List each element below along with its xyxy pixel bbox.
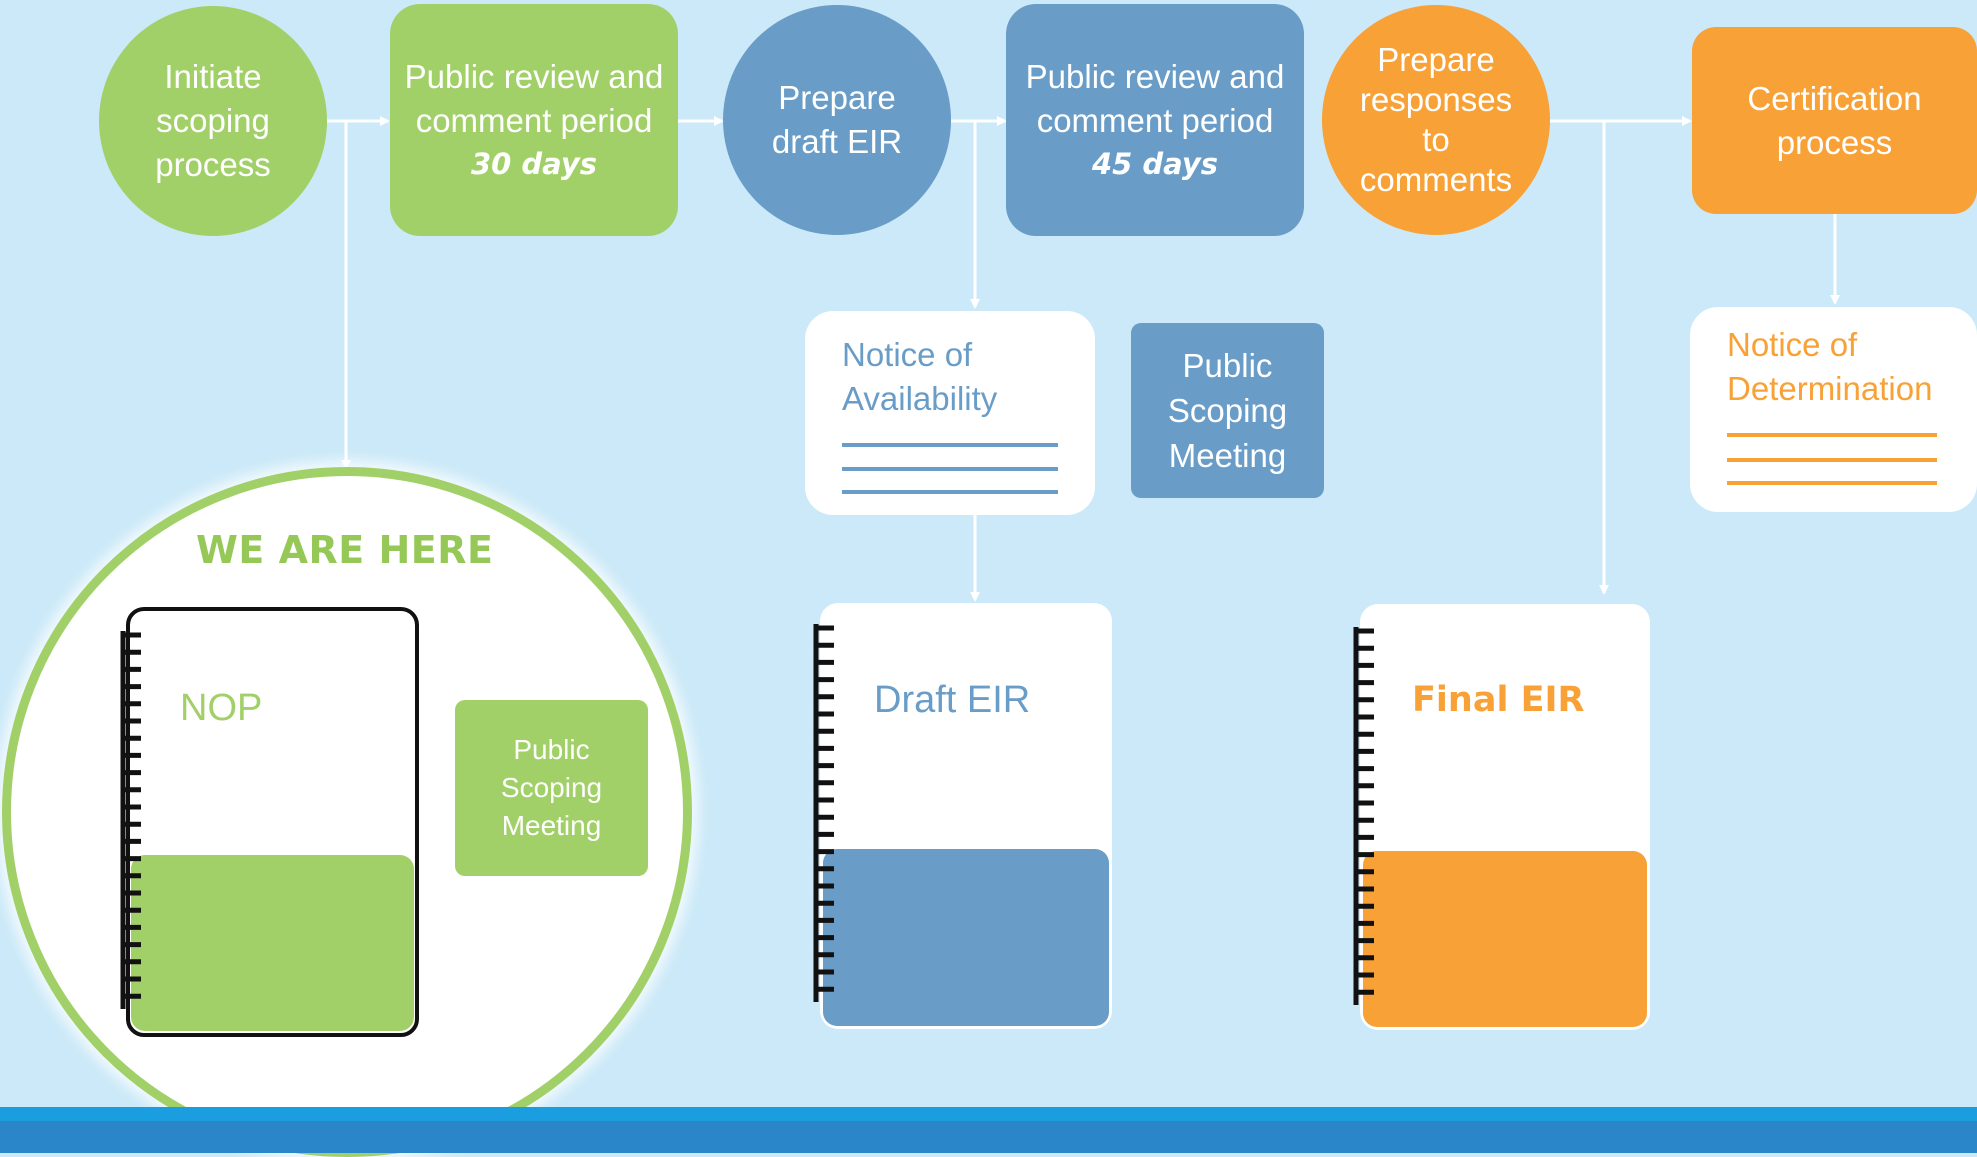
step-cert-line1: Certification (1747, 79, 1922, 117)
step-public-review-30: Public review and comment period 30 days (390, 4, 678, 236)
notice-determination-line2: Determination (1727, 370, 1933, 407)
public-scoping-meeting-green: Public Scoping Meeting (455, 700, 648, 876)
notice-of-determination-card: Notice of Determination (1690, 307, 1977, 512)
psm-green-line1: Public (513, 734, 590, 765)
step-review30-line1: Public review and (404, 58, 664, 95)
notice-of-availability-card: Notice of Availability (805, 311, 1095, 515)
step-responses-line2: responses (1359, 81, 1513, 118)
step-responses-line4: comments (1359, 161, 1513, 198)
step-initiate-scoping: Initiate scoping process (99, 6, 327, 236)
step-prepare-draft: Prepare draft EIR (723, 5, 951, 235)
draft-eir-notebook: Draft EIR (820, 603, 1112, 1029)
notice-availability-title: Notice of Availability (842, 333, 997, 421)
step-draft-line1: Prepare (778, 79, 896, 116)
step-public-review-45: Public review and comment period 45 days (1006, 4, 1304, 236)
step-responses-line3: to (1422, 121, 1450, 158)
notice-availability-line2: Availability (842, 380, 998, 417)
step-review30-line2: comment period (415, 102, 653, 139)
notice-determination-rule-1 (1727, 433, 1937, 437)
step-review45-duration: 45 days (1091, 147, 1219, 181)
step-certification: Certification process (1692, 27, 1977, 214)
psm-line2: Scoping (1167, 392, 1288, 429)
step-review45-line1: Public review and (1025, 58, 1285, 95)
psm-green-line2: Scoping (500, 772, 603, 803)
step-review30-duration: 30 days (470, 147, 598, 181)
step-cert-line2: process (1776, 123, 1893, 161)
nop-cover-block (131, 855, 414, 1031)
we-are-here-label: WE ARE HERE (196, 528, 494, 572)
final-eir-cover-block (1363, 851, 1647, 1027)
step-responses-line1: Prepare (1377, 41, 1495, 78)
step-review45-line2: comment period (1036, 102, 1274, 139)
notice-availability-rule-2 (842, 467, 1058, 471)
final-eir-notebook: Final EIR (1360, 604, 1650, 1030)
step-initiate-line1: Initiate (164, 58, 262, 95)
step-prepare-responses: Prepare responses to comments (1322, 5, 1550, 235)
psm-line3: Meeting (1168, 437, 1287, 474)
draft-eir-title: Draft EIR (874, 679, 1031, 721)
notice-determination-rule-3 (1727, 481, 1937, 485)
notice-availability-rule-1 (842, 443, 1058, 447)
public-scoping-meeting-box: Public Scoping Meeting (1131, 323, 1324, 498)
notice-availability-line1: Notice of (842, 336, 973, 373)
draft-eir-spiral-binding (813, 624, 834, 1002)
notice-determination-title: Notice of Determination (1727, 323, 1932, 411)
psm-green-line3: Meeting (501, 810, 602, 841)
step-initiate-line3: process (155, 146, 271, 183)
step-initiate-line2: scoping (156, 102, 270, 139)
psm-line1: Public (1182, 347, 1273, 384)
notice-determination-line1: Notice of (1727, 326, 1858, 363)
footer-band-highlight (0, 1107, 1977, 1121)
final-eir-spiral-binding (1353, 627, 1374, 1005)
notice-determination-rule-2 (1727, 458, 1937, 462)
step-draft-line2: draft EIR (771, 123, 903, 160)
final-eir-title: Final EIR (1412, 680, 1585, 720)
draft-eir-cover-block (823, 849, 1109, 1026)
nop-spiral-binding (120, 631, 141, 1009)
notice-availability-rule-3 (842, 490, 1058, 494)
nop-title: NOP (180, 687, 263, 729)
nop-notebook: NOP (126, 607, 419, 1037)
